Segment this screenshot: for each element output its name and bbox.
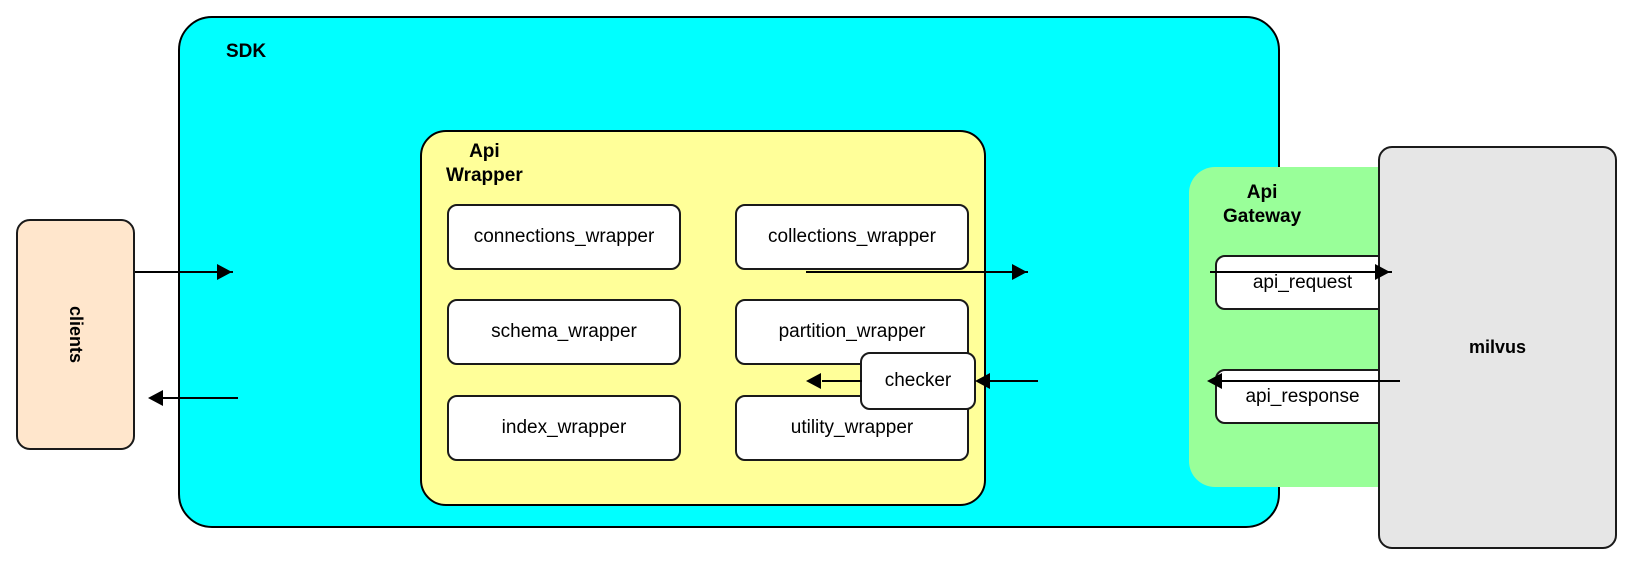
edge-wrapper-to-clients	[163, 397, 238, 399]
edge-checker-to-wrapper	[822, 380, 862, 382]
node-connections-wrapper-label: connections_wrapper	[473, 226, 655, 247]
node-utility-wrapper[interactable]: utility_wrapper	[735, 395, 969, 461]
node-clients-label: clients	[66, 305, 86, 364]
arrowhead-api-request-to-milvus	[1375, 264, 1390, 280]
edge-api-response-to-checker	[990, 380, 1038, 382]
arrowhead-clients-to-wrapper	[217, 264, 232, 280]
container-api-wrapper[interactable]: Api Wrapper connections_wrapper collecti…	[420, 130, 986, 506]
node-clients[interactable]: clients	[16, 219, 135, 450]
node-milvus[interactable]: milvus	[1378, 146, 1617, 549]
node-utility-wrapper-label: utility_wrapper	[790, 417, 914, 438]
node-index-wrapper-label: index_wrapper	[501, 417, 627, 438]
edge-clients-to-wrapper	[135, 271, 233, 273]
node-partition-wrapper[interactable]: partition_wrapper	[735, 299, 969, 365]
node-schema-wrapper-label: schema_wrapper	[491, 321, 637, 342]
arrowhead-wrapper-to-api-request	[1012, 264, 1027, 280]
node-collections-wrapper-label: collections_wrapper	[768, 226, 936, 247]
container-api-wrapper-label: Api Wrapper	[446, 141, 523, 187]
node-collections-wrapper[interactable]: collections_wrapper	[735, 204, 969, 270]
container-sdk[interactable]: SDK Api Wrapper connections_wrapper coll…	[178, 16, 1416, 528]
node-milvus-label: milvus	[1468, 337, 1527, 357]
container-sdk-label: SDK	[226, 41, 267, 62]
arrowhead-checker-to-wrapper	[806, 373, 821, 389]
edge-api-request-to-milvus	[1210, 271, 1392, 273]
edge-wrapper-to-api-request	[806, 271, 1028, 273]
node-index-wrapper[interactable]: index_wrapper	[447, 395, 681, 461]
node-connections-wrapper[interactable]: connections_wrapper	[447, 204, 681, 270]
node-partition-wrapper-label: partition_wrapper	[778, 321, 926, 342]
node-checker-label: checker	[884, 370, 952, 391]
arrowhead-wrapper-to-clients	[148, 390, 163, 406]
node-checker[interactable]: checker	[860, 352, 976, 410]
node-schema-wrapper[interactable]: schema_wrapper	[447, 299, 681, 365]
node-api-request[interactable]: api_request	[1215, 255, 1390, 310]
arrowhead-api-response-to-checker	[975, 373, 990, 389]
container-api-gateway-label: Api Gateway	[1223, 182, 1302, 228]
node-api-response[interactable]: api_response	[1215, 369, 1390, 424]
node-api-request-label: api_request	[1252, 271, 1353, 293]
arrowhead-milvus-to-api-response	[1207, 373, 1222, 389]
edge-milvus-to-api-response	[1222, 380, 1400, 382]
node-api-response-label: api_response	[1245, 385, 1360, 407]
